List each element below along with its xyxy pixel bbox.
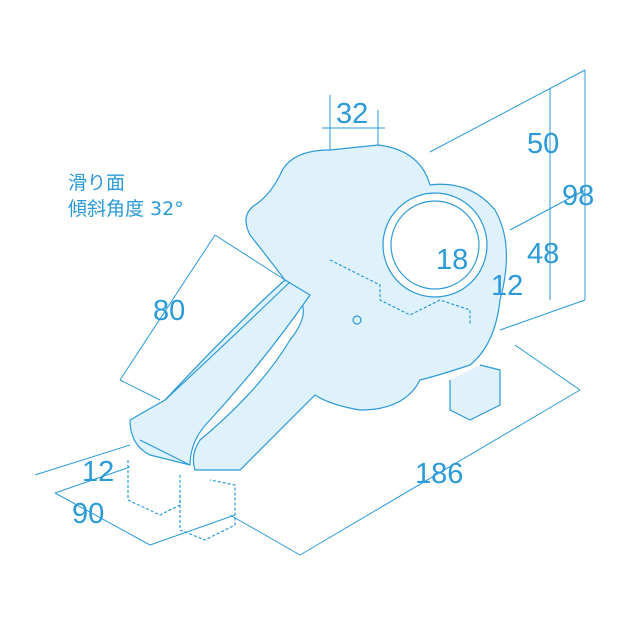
note-line2: 傾斜角度 32° (68, 198, 184, 220)
dim-height-upper: 50 (527, 128, 560, 160)
note-line1: 滑り面 (68, 172, 126, 194)
dim-slide-length: 80 (153, 295, 186, 327)
dim-top-width: 32 (336, 98, 369, 130)
dim-total-length: 186 (415, 458, 464, 490)
dim-front-thickness: 12 (82, 456, 115, 488)
dim-hole-depth: 18 (436, 244, 469, 276)
feet (127, 259, 471, 541)
dim-right-thickness: 12 (491, 270, 524, 302)
dim-height-total: 98 (562, 180, 595, 212)
slide-surface (129, 279, 311, 466)
dim-height-lower: 48 (527, 238, 560, 270)
dim-front-width: 90 (72, 498, 105, 530)
eye-icon (352, 315, 362, 325)
dimension-lines (34, 69, 586, 556)
rear-foot (449, 364, 501, 421)
slide-surface-note: 滑り面 傾斜角度 32° (68, 170, 184, 222)
elephant-body (192, 144, 507, 471)
